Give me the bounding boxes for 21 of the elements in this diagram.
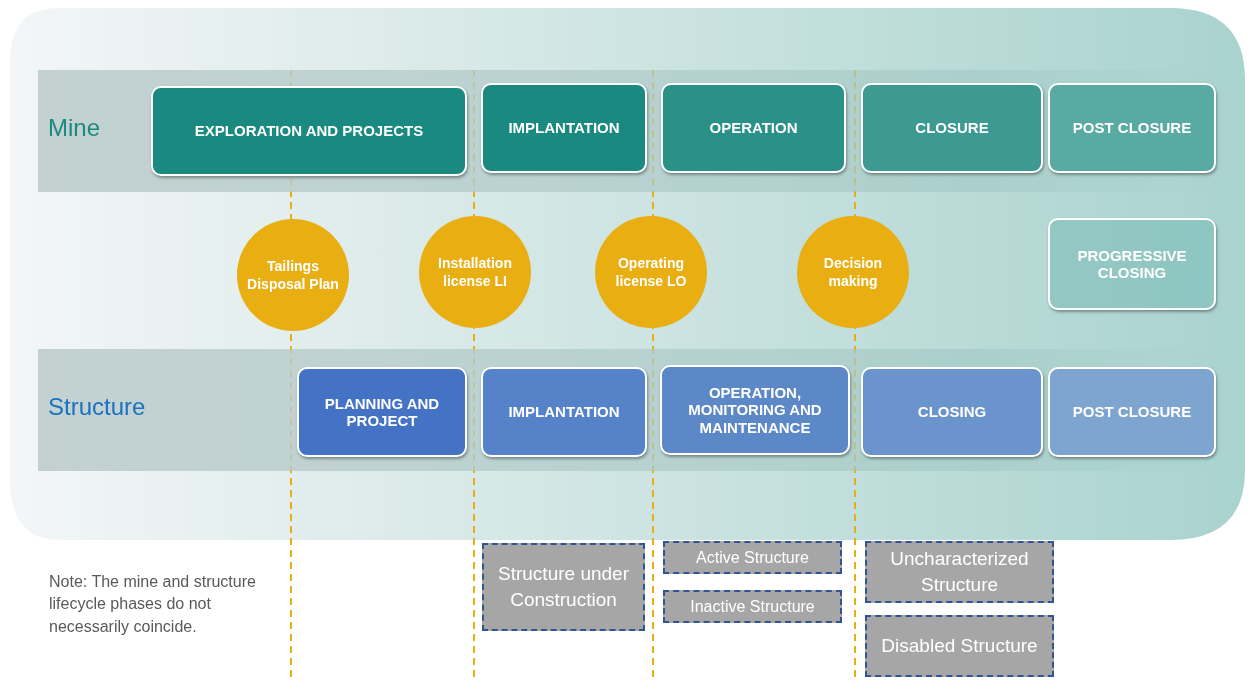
phase-box: OPERATION, MONITORING AND MAINTENANCE xyxy=(660,365,850,455)
status-box: Structure under Construction xyxy=(482,543,645,631)
phase-box: POST CLOSURE xyxy=(1048,367,1216,457)
status-box: Disabled Structure xyxy=(865,615,1054,677)
status-box: Uncharacterized Structure xyxy=(865,541,1054,603)
lifecycle-band xyxy=(38,70,1218,192)
lifecycle-band xyxy=(38,349,1218,471)
phase-box: PLANNING AND PROJECT xyxy=(297,367,467,457)
phase-box: IMPLANTATION xyxy=(481,367,647,457)
phase-box: IMPLANTATION xyxy=(481,83,647,173)
phase-box: CLOSING xyxy=(861,367,1043,457)
note-text: Note: The mine and structure lifecycle phases do not necessarily coincide. xyxy=(49,572,257,637)
band-title: Structure xyxy=(48,393,146,421)
status-box: Inactive Structure xyxy=(663,590,842,623)
phase-box: PROGRESSIVE CLOSING xyxy=(1048,218,1216,310)
phase-box: CLOSURE xyxy=(861,83,1043,173)
phase-box: POST CLOSURE xyxy=(1048,83,1216,173)
band-title: Mine xyxy=(48,114,101,142)
status-box: Active Structure xyxy=(663,541,842,574)
phase-box: OPERATION xyxy=(661,83,846,173)
phase-box: EXPLORATION AND PROJECTS xyxy=(151,86,467,176)
